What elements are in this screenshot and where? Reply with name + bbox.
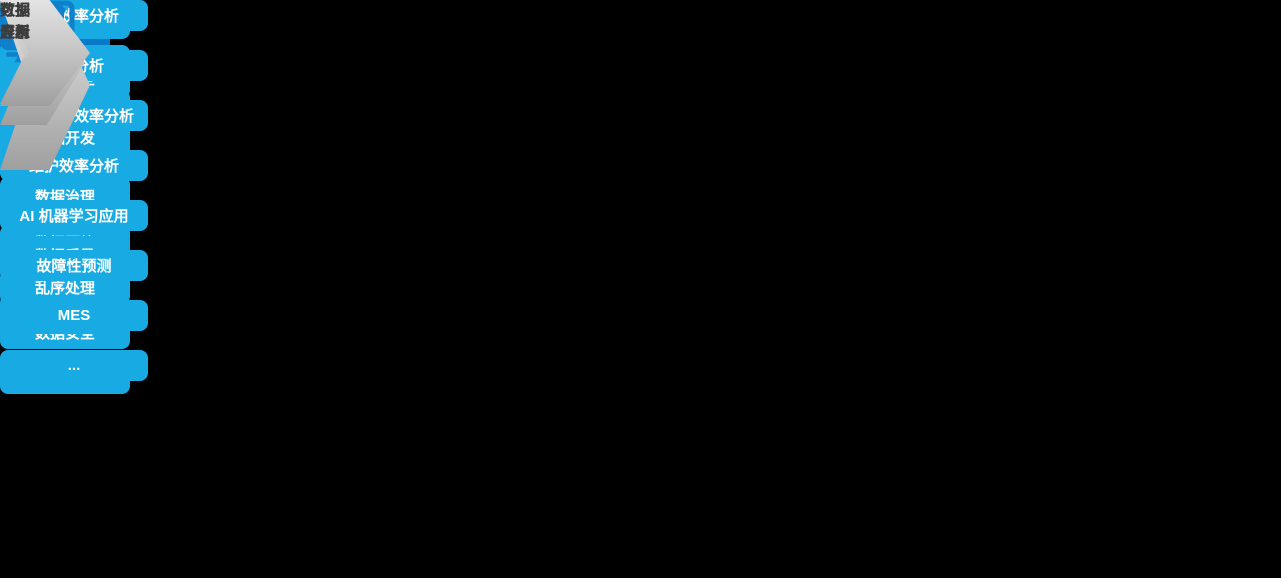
application-box: ... xyxy=(0,350,148,381)
data-aggregate-label: 数据 汇聚 xyxy=(0,2,31,41)
application-box: AI 机器学习应用 xyxy=(0,200,148,231)
application-list: 设备效率分析良率分析工厂生产效率分析维护效率分析AI 机器学习应用故障性预测ME… xyxy=(0,0,148,381)
application-box: 故障性预测 xyxy=(0,250,148,281)
data-apply-label: 数据 应用 xyxy=(0,2,31,41)
visualize-arrow xyxy=(0,0,90,111)
data-analyze-label: 数据 分析 xyxy=(0,2,31,41)
visualize-label: 可视 展示 xyxy=(0,2,31,41)
application-box: MES xyxy=(0,300,148,331)
